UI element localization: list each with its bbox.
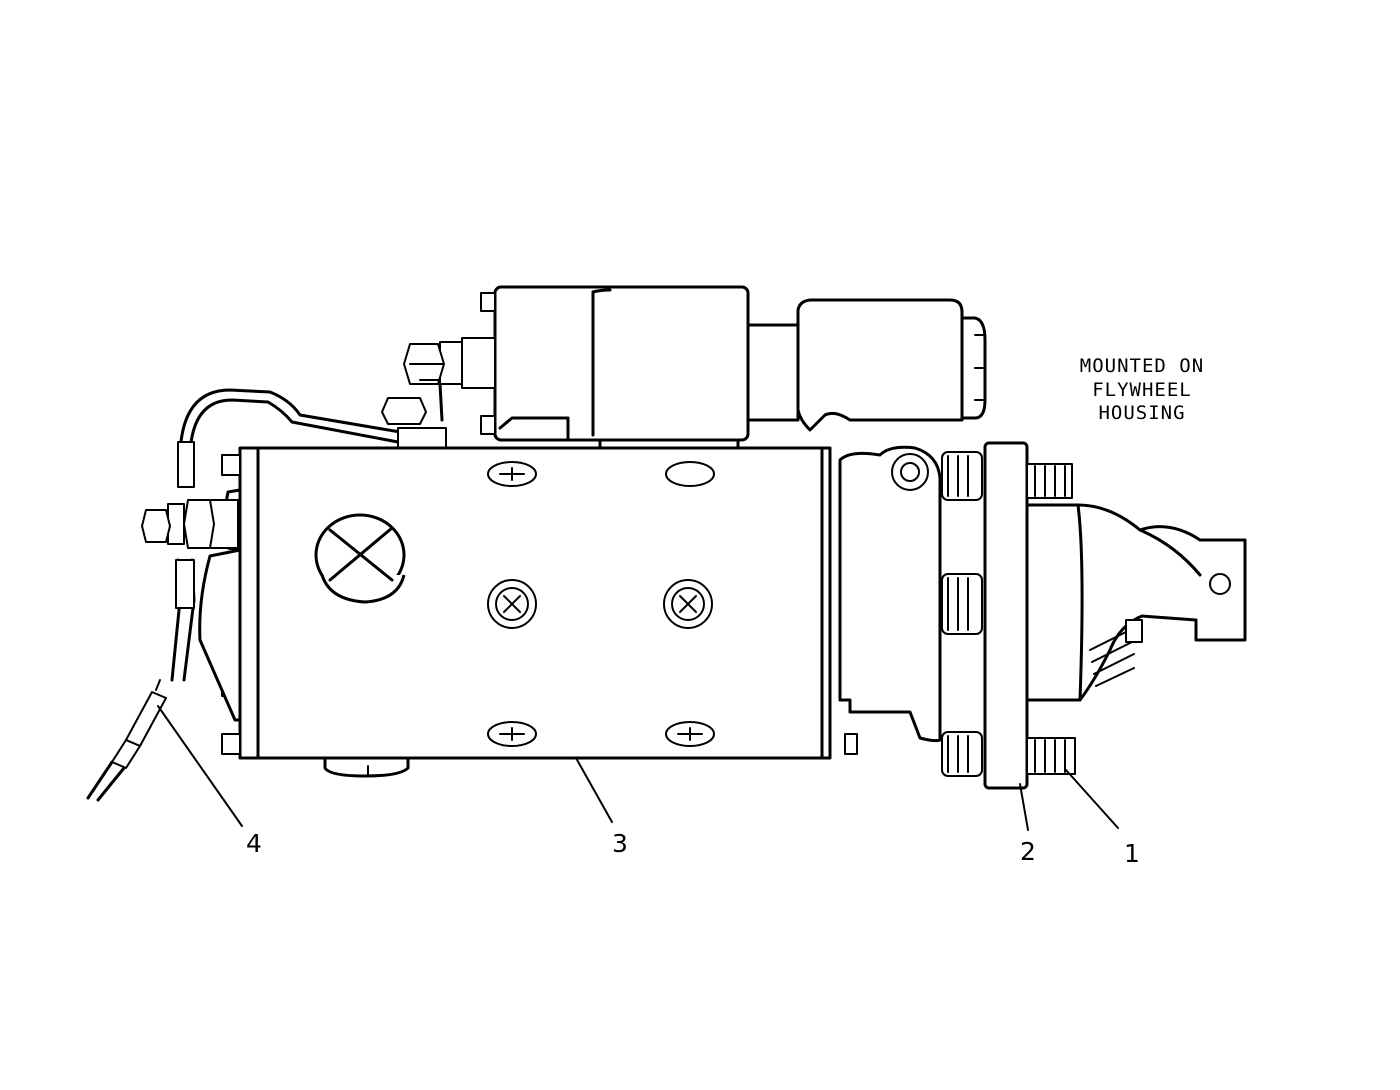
drive-end-housing — [838, 441, 1076, 790]
ground-wire — [86, 679, 167, 802]
leader-line-3 — [575, 757, 613, 823]
callout-1: 1 — [1124, 839, 1140, 868]
leader-line-4 — [157, 705, 243, 827]
drive-housing-top — [746, 298, 987, 432]
callout-3: 3 — [612, 829, 628, 858]
leader-line-1 — [1065, 769, 1119, 829]
callout-2: 2 — [1020, 837, 1036, 866]
motor-housing — [221, 446, 858, 778]
commutator-end — [141, 488, 242, 722]
note-line-1: MOUNTED ON — [1080, 355, 1204, 377]
note-line-2: FLYWHEEL — [1092, 379, 1192, 401]
mounting-note: MOUNTED ON FLYWHEEL HOUSING — [1080, 355, 1204, 424]
pinion-nose — [1025, 503, 1247, 702]
leader-line-2 — [1019, 783, 1029, 831]
callout-4: 4 — [246, 829, 262, 858]
wire-harness — [177, 388, 447, 488]
note-line-3: HOUSING — [1098, 402, 1185, 424]
leader-lines — [157, 705, 1119, 831]
